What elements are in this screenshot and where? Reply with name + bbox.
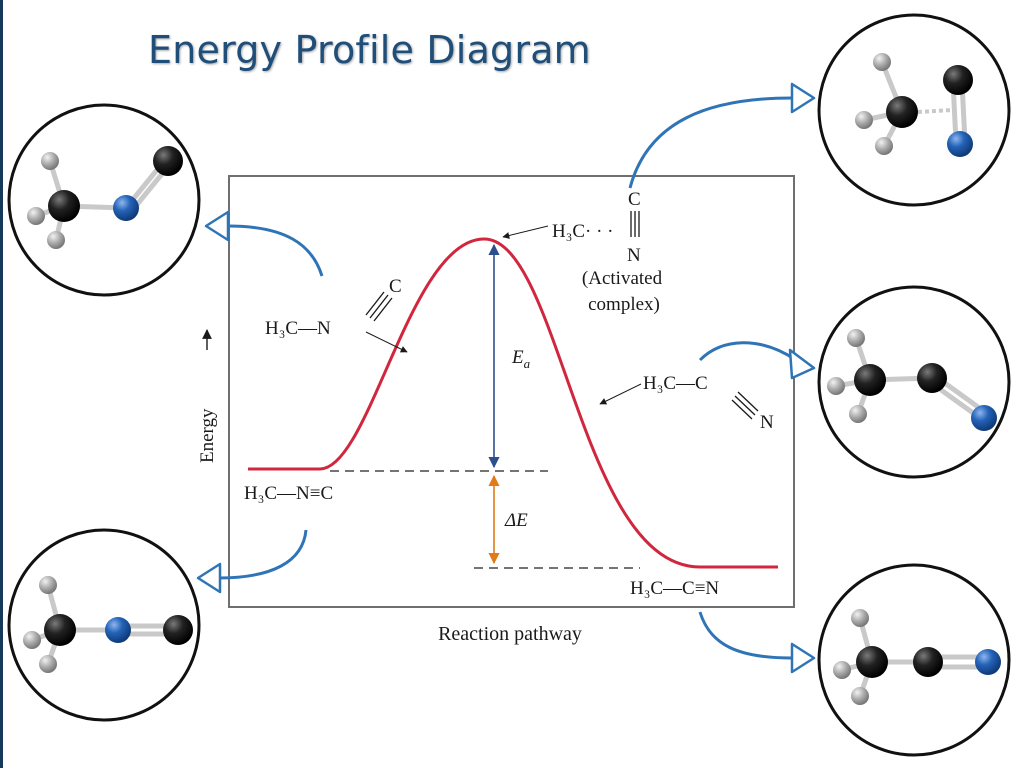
hydrogen-atom — [875, 137, 893, 155]
delta-e-label: ΔE — [504, 510, 528, 531]
molecule-circle-middle-right — [817, 285, 1011, 479]
ts-carbon: C — [628, 189, 641, 210]
y-axis-label: Energy — [197, 408, 218, 463]
callout-arrow-left-bottom — [217, 529, 308, 580]
ts-formula: H₃C· · · — [552, 221, 614, 242]
callout-arrow-left-top — [227, 224, 324, 277]
slide-title: Energy Profile Diagram — [148, 28, 591, 72]
hydrogen-atom — [27, 207, 45, 225]
hydrogen-atom — [873, 53, 891, 71]
carbon-atom — [943, 65, 973, 95]
left-intermediate-carbon: C — [389, 276, 402, 297]
nitrogen-atom — [113, 195, 139, 221]
nitrogen-atom — [947, 131, 973, 157]
arrowhead-right-top — [790, 82, 816, 114]
diagram-frame — [228, 175, 795, 608]
hydrogen-atom — [851, 687, 869, 705]
carbon-atom — [856, 646, 888, 678]
hydrogen-atom — [851, 609, 869, 627]
product-formula: H₃C—C≡N — [630, 578, 719, 599]
nitrogen-atom — [105, 617, 131, 643]
x-axis-label: Reaction pathway — [438, 623, 582, 645]
left-intermediate-pointer — [365, 331, 408, 353]
arrowhead-right-middle — [788, 348, 816, 380]
carbon-atom — [917, 363, 947, 393]
arrowhead-left-bottom — [196, 562, 222, 594]
left-intermediate-bond — [365, 291, 393, 322]
molecule-circle-top-left — [7, 103, 201, 297]
ts-pointer — [502, 225, 549, 239]
carbon-atom — [153, 146, 183, 176]
carbon-atom — [854, 364, 886, 396]
hydrogen-atom — [847, 329, 865, 347]
hydrogen-atom — [47, 231, 65, 249]
carbon-atom — [44, 614, 76, 646]
reactant-formula: H₃C—N≡C — [244, 483, 333, 504]
hydrogen-atom — [855, 111, 873, 129]
ea-label: Ea — [511, 347, 531, 371]
hydrogen-atom — [39, 576, 57, 594]
slide-edge-stripe — [0, 0, 3, 768]
energy-curve — [248, 237, 778, 569]
left-intermediate-formula: H₃C—N — [265, 318, 331, 339]
hydrogen-atom — [833, 661, 851, 679]
callout-arrows — [217, 96, 797, 660]
molecule-circle-bottom-left — [7, 528, 201, 722]
activated-complex-line1: (Activated — [582, 268, 663, 289]
callout-arrow-right-middle — [698, 341, 797, 362]
right-intermediate-pointer — [599, 383, 642, 405]
hydrogen-atom — [23, 631, 41, 649]
callout-arrowheads — [196, 82, 816, 674]
nitrogen-atom — [975, 649, 1001, 675]
hydrogen-atom — [39, 655, 57, 673]
molecule-circle-bottom-right — [817, 563, 1011, 757]
nitrogen-atom — [971, 405, 997, 431]
carbon-atom — [913, 647, 943, 677]
callout-arrow-right-top — [628, 96, 793, 189]
carbon-atom — [48, 190, 80, 222]
carbon-atom — [163, 615, 193, 645]
hydrogen-atom — [827, 377, 845, 395]
hydrogen-atom — [849, 405, 867, 423]
ts-nitrogen: N — [627, 245, 641, 266]
hydrogen-atom — [41, 152, 59, 170]
carbon-atom — [886, 96, 918, 128]
right-intermediate-bond — [731, 391, 759, 420]
activated-complex-line2: complex) — [588, 294, 660, 315]
callout-arrow-right-bottom — [698, 611, 793, 660]
right-intermediate-nitrogen: N — [760, 412, 774, 433]
right-intermediate-formula: H₃C—C — [643, 373, 708, 394]
ts-triple-bond — [630, 211, 640, 237]
molecule-circle-top-right — [817, 13, 1011, 207]
arrowhead-left-top — [204, 210, 230, 242]
arrowhead-right-bottom — [790, 642, 816, 674]
